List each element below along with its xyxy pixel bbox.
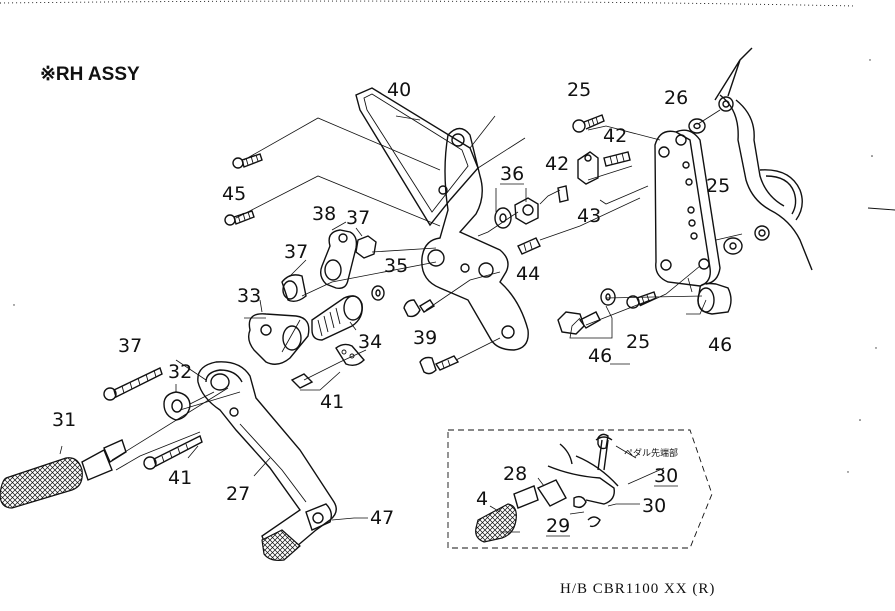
bracket-plate-40 [355, 87, 496, 227]
pivot-38 [319, 229, 377, 290]
callout-25-c: 25 [626, 331, 650, 353]
link-33 [247, 313, 310, 365]
block-42 [557, 151, 631, 203]
callout-27: 27 [226, 483, 250, 505]
inset-detail-box [447, 429, 713, 549]
washer-25-right [723, 237, 743, 255]
callout-31: 31 [52, 409, 76, 431]
callout-32: 32 [168, 361, 192, 383]
callout-39: 39 [413, 327, 437, 349]
bolt-46 [557, 288, 616, 335]
callout-25-b: 25 [706, 175, 730, 197]
callout-34: 34 [358, 331, 382, 353]
callout-36: 36 [500, 163, 524, 185]
callout-47: 47 [370, 507, 394, 529]
callout-35: 35 [384, 255, 408, 277]
bolt-25-lower [626, 291, 657, 309]
bolt-41-lower [143, 435, 203, 470]
side-plate-26 [654, 129, 721, 287]
callout-43: 43 [577, 205, 601, 227]
callout-41-a: 41 [320, 391, 344, 413]
callout-46-b: 46 [708, 334, 732, 356]
bolt-37-left [103, 367, 163, 401]
spline-34 [311, 295, 363, 341]
callout-44: 44 [516, 263, 540, 285]
bolt-25-top [572, 114, 605, 133]
callouts: 40 45 45 38 37 37 36 42 42 43 25 26 25 3… [52, 79, 732, 537]
pedal-arm-27 [197, 361, 337, 561]
callout-4: 4 [476, 488, 488, 510]
inset-note: ペダル先端部 [624, 447, 678, 459]
rod-41-upper [290, 343, 365, 389]
callout-46-a: 46 [588, 345, 612, 367]
callout-30-b: 30 [642, 495, 666, 517]
callout-26: 26 [664, 87, 688, 109]
callout-40: 40 [387, 79, 411, 101]
callout-42-a: 42 [545, 153, 569, 175]
collar-37 [281, 274, 307, 303]
callout-37-c: 37 [118, 335, 142, 357]
callout-41-b: 41 [168, 467, 192, 489]
callout-29: 29 [546, 515, 570, 537]
callout-underlines [500, 183, 678, 537]
bolt-44 [517, 237, 541, 255]
scan-noise [13, 59, 877, 473]
bolt-39 [403, 299, 460, 375]
callout-45-a: 45 [222, 183, 246, 205]
callout-42-b: 42 [603, 125, 627, 147]
model-footer: H/B CBR1100 XX (R) [560, 581, 715, 597]
footpeg-31 [0, 439, 127, 509]
washer-35 [371, 285, 385, 301]
nut-32 [163, 391, 191, 421]
callout-37-b: 37 [284, 241, 308, 263]
page-title: ※RH ASSY [40, 64, 140, 85]
callout-37-a: 37 [346, 207, 370, 229]
callout-33: 33 [237, 285, 261, 307]
callout-28: 28 [503, 463, 527, 485]
frame-outline [714, 47, 895, 271]
callout-25-a: 25 [567, 79, 591, 101]
bolt-45a [232, 153, 263, 169]
step-bracket [421, 127, 529, 351]
callout-30-a: 30 [654, 465, 678, 487]
callout-38: 38 [312, 203, 336, 225]
scan-border [0, 0, 856, 7]
washer-26 [688, 118, 706, 134]
spacer-46 [697, 282, 732, 315]
leader-lines [59, 109, 743, 521]
